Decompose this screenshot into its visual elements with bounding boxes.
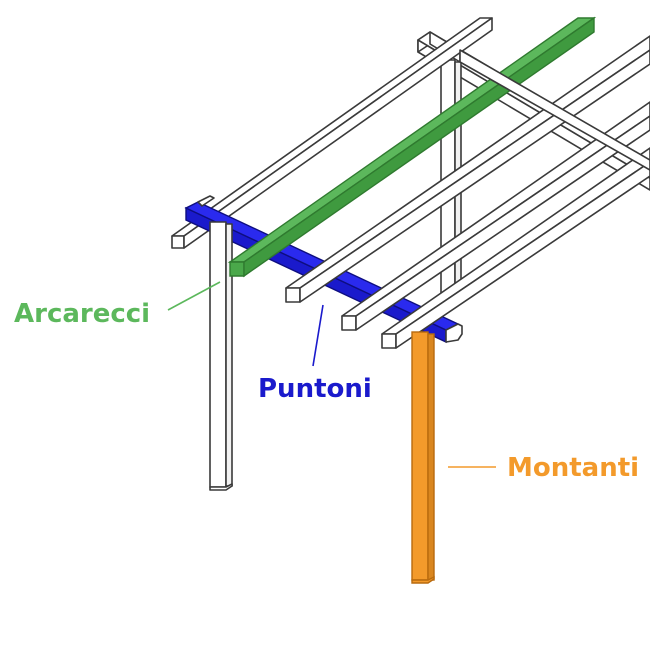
front-post-right	[411, 331, 435, 584]
leader-arcarecci	[167, 281, 221, 311]
front-post-left	[209, 221, 233, 491]
label-montanti: Montanti	[507, 453, 639, 483]
label-arcarecci: Arcarecci	[14, 299, 150, 329]
purlin-1	[171, 17, 493, 249]
middle-rafter	[459, 49, 650, 171]
leader-puntoni	[312, 304, 324, 367]
purlin-5	[381, 147, 650, 349]
label-puntoni: Puntoni	[258, 374, 372, 404]
purlin-4	[341, 101, 650, 331]
